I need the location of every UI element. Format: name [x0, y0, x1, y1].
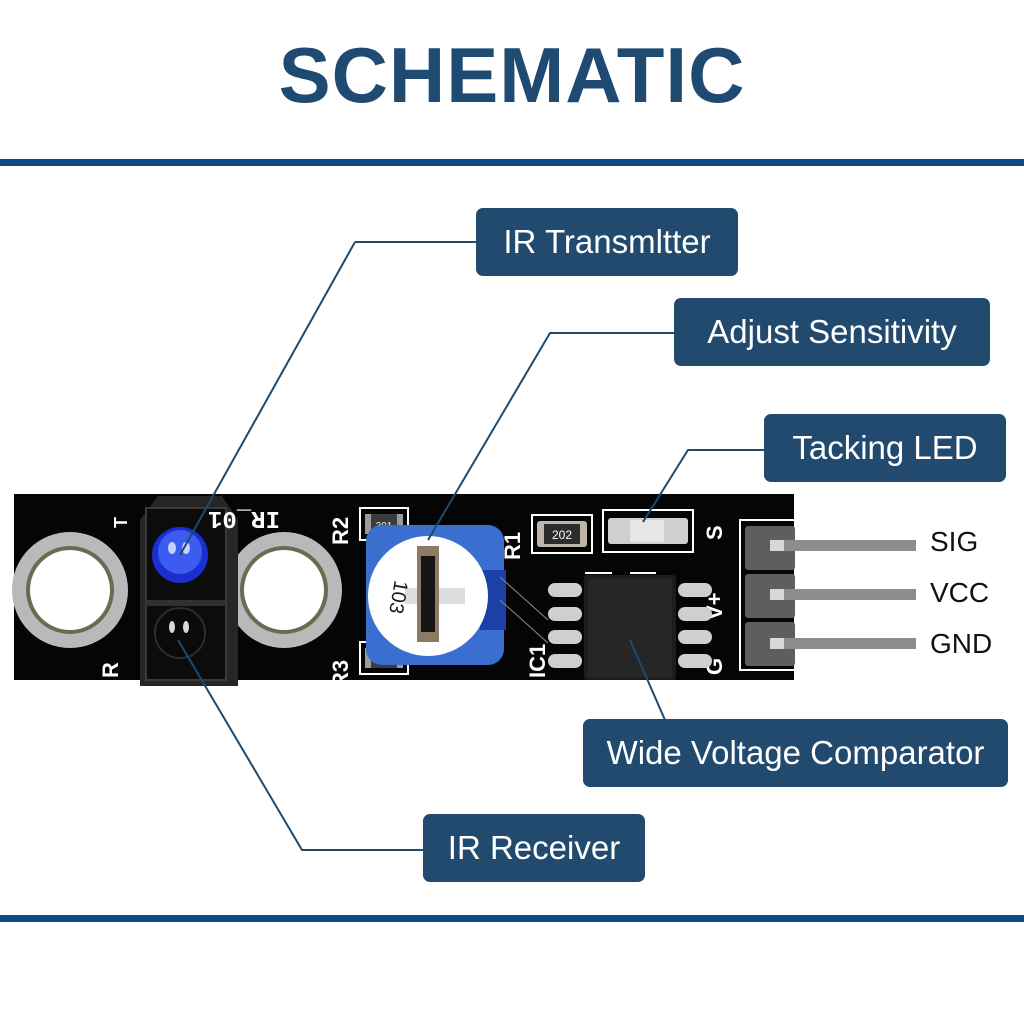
leader-ir-transmitter	[179, 241, 356, 556]
callout-ir-receiver: IR Receiver	[423, 814, 645, 882]
callout-adjust-sensitivity: Adjust Sensitivity	[674, 298, 990, 366]
silk-r2: R2	[328, 517, 353, 545]
pin-sig	[770, 540, 916, 551]
callout-tracking-led: Tacking LED	[764, 414, 1006, 482]
mounting-hole-right	[226, 532, 342, 648]
comparator-ic	[548, 572, 712, 680]
silk-r3: R3	[328, 660, 353, 688]
trace	[499, 599, 549, 644]
silk-t: T	[111, 517, 131, 528]
bottom-divider	[0, 915, 1024, 922]
top-divider	[0, 159, 1024, 166]
pin-gnd	[770, 638, 916, 649]
ir-receiver-diode	[154, 607, 206, 659]
leader-adjust-sensitivity	[427, 332, 674, 541]
r1-code: 202	[552, 528, 572, 542]
silk-r1: R1	[500, 532, 525, 560]
resistor-r1: 202	[531, 514, 593, 554]
trace	[499, 576, 549, 621]
callout-ir-transmitter: IR Transmltter	[476, 208, 738, 276]
page-title: SCHEMATIC	[278, 31, 746, 119]
leader-ir-receiver	[177, 639, 425, 851]
callout-wide-voltage-comparator: Wide Voltage Comparator	[583, 719, 1008, 787]
pin-label-sig: SIG	[930, 526, 979, 557]
silk-ir01: IR_01	[208, 504, 280, 531]
tracking-led	[602, 509, 694, 553]
silk-s: S	[702, 525, 727, 540]
silk-r: R	[98, 662, 123, 678]
mounting-hole-left	[12, 532, 128, 648]
pin-label-vcc: VCC	[930, 577, 990, 608]
potentiometer: 103	[366, 525, 506, 665]
leader-tracking-led	[642, 449, 765, 523]
pin-header	[739, 519, 916, 671]
pin-label-gnd: GND	[930, 628, 993, 659]
leader-comparator	[629, 639, 666, 721]
silk-ic1: IC1	[525, 644, 550, 678]
pin-vcc	[770, 589, 916, 600]
